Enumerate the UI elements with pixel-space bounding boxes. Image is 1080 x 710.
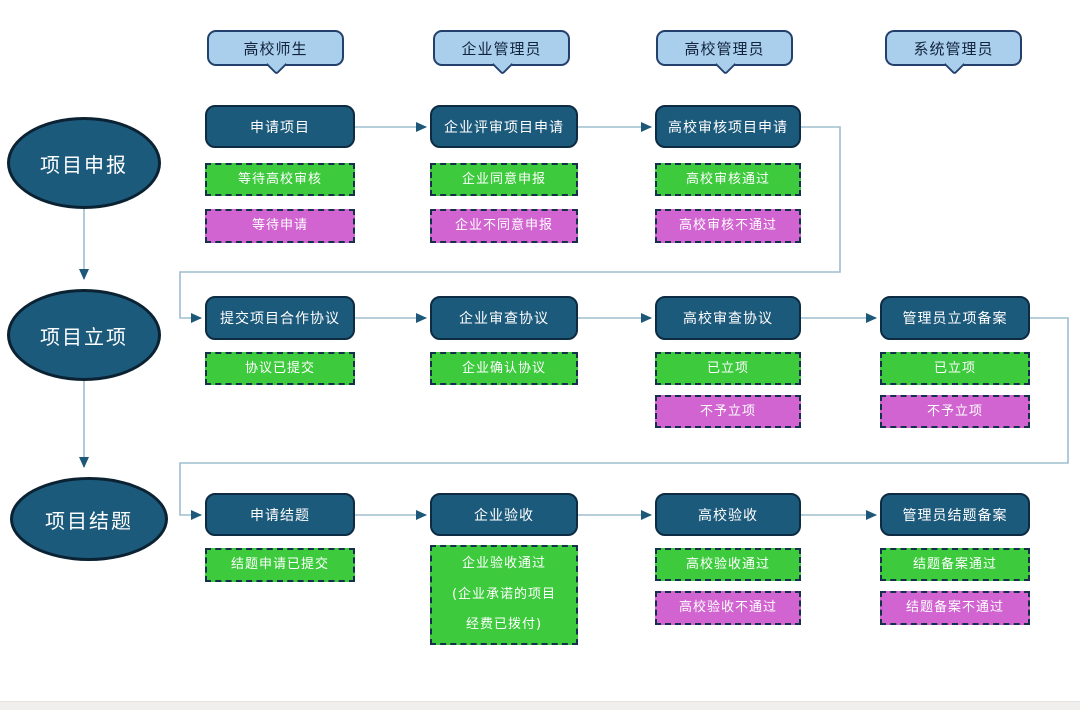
status-box-green: 已立项	[655, 352, 801, 385]
step-box: 申请项目	[205, 105, 355, 148]
status-box-green: 已立项	[880, 352, 1030, 385]
status-label: 企业验收通过 (企业承诺的项目 经费已拨付)	[451, 556, 557, 633]
status-label: 企业确认协议	[461, 360, 546, 376]
step-box: 申请结题	[205, 493, 355, 536]
step-label: 企业审查协议	[459, 311, 549, 327]
step-label: 申请项目	[250, 119, 310, 136]
phase-label: 项目立项	[40, 324, 128, 349]
role-banner-university-admin: 高校管理员	[656, 30, 793, 66]
status-label: 协议已提交	[244, 360, 315, 376]
status-label: 企业同意申报	[461, 171, 546, 187]
connector-arrow	[179, 317, 1069, 520]
status-box-magenta: 结题备案不通过	[880, 591, 1030, 625]
step-label: 管理员结题备案	[902, 507, 1008, 524]
step-label: 提交项目合作协议	[220, 311, 340, 327]
status-label: 结题备案不通过	[905, 600, 1004, 616]
step-box: 高校审查协议	[655, 296, 801, 340]
phase-ellipse-conclusion: 项目结题	[10, 477, 168, 561]
status-label: 结题备案通过	[912, 556, 997, 572]
step-box: 企业评审项目申请	[430, 105, 578, 148]
status-box-magenta: 不予立项	[880, 395, 1030, 428]
status-label: 不予立项	[926, 403, 983, 419]
role-label: 企业管理员	[461, 39, 542, 58]
status-box-magenta: 企业不同意申报	[430, 209, 578, 243]
step-label: 高校审查协议	[683, 311, 773, 327]
step-label: 管理员立项备案	[902, 311, 1008, 327]
status-label: 企业不同意申报	[454, 218, 553, 234]
status-box-green: 高校审核通过	[655, 163, 801, 196]
status-label: 已立项	[706, 360, 749, 376]
step-label: 企业评审项目申请	[444, 119, 564, 136]
step-box: 管理员结题备案	[880, 493, 1030, 536]
status-label: 不予立项	[699, 403, 756, 419]
step-label: 企业验收	[474, 507, 534, 524]
status-box-magenta: 高校验收不通过	[655, 591, 801, 625]
step-label: 高校审核项目申请	[668, 119, 788, 136]
connector-arrow	[179, 126, 841, 323]
role-label: 高校管理员	[684, 39, 765, 58]
role-label: 系统管理员	[913, 39, 994, 58]
role-banner-university-users: 高校师生	[207, 30, 344, 66]
step-label: 申请结题	[250, 507, 310, 524]
status-box-magenta: 不予立项	[655, 395, 801, 428]
step-box: 企业验收	[430, 493, 578, 536]
phase-ellipse-approval: 项目立项	[7, 289, 161, 381]
status-box-green: 企业验收通过 (企业承诺的项目 经费已拨付)	[430, 545, 578, 645]
status-label: 结题申请已提交	[230, 557, 329, 573]
step-box: 管理员立项备案	[880, 296, 1030, 340]
status-box-green: 结题备案通过	[880, 548, 1030, 581]
role-banner-system-admin: 系统管理员	[885, 30, 1022, 66]
status-box-green: 企业同意申报	[430, 163, 578, 196]
role-banner-enterprise-admin: 企业管理员	[433, 30, 570, 66]
status-box-green: 等待高校审核	[205, 163, 355, 196]
phase-ellipse-application: 项目申报	[7, 117, 161, 209]
status-box-green: 结题申请已提交	[205, 548, 355, 582]
step-label: 高校验收	[698, 507, 758, 524]
status-label: 高校验收通过	[685, 556, 770, 572]
status-box-green: 高校验收通过	[655, 548, 801, 581]
status-box-green: 协议已提交	[205, 352, 355, 385]
step-box: 提交项目合作协议	[205, 296, 355, 340]
role-label: 高校师生	[243, 39, 308, 58]
step-box: 高校验收	[655, 493, 801, 536]
bottom-divider	[0, 701, 1080, 710]
status-box-magenta: 等待申请	[205, 209, 355, 243]
phase-label: 项目结题	[45, 508, 133, 533]
status-label: 高校验收不通过	[678, 600, 777, 616]
status-label: 等待高校审核	[237, 171, 322, 187]
step-box: 高校审核项目申请	[655, 105, 801, 148]
status-label: 高校审核通过	[685, 171, 770, 187]
status-label: 已立项	[933, 360, 976, 376]
status-label: 等待申请	[251, 218, 308, 234]
step-box: 企业审查协议	[430, 296, 578, 340]
status-box-magenta: 高校审核不通过	[655, 209, 801, 243]
status-box-green: 企业确认协议	[430, 352, 578, 385]
status-label: 高校审核不通过	[678, 218, 777, 234]
phase-label: 项目申报	[40, 152, 128, 177]
